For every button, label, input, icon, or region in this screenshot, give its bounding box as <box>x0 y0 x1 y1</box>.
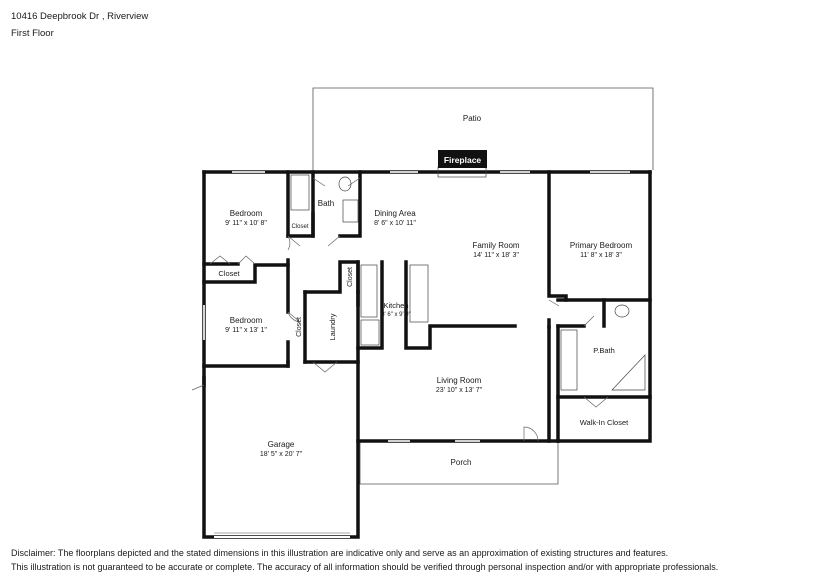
living-label: Living Room <box>437 376 482 385</box>
closet-bed1-label: Closet <box>218 269 240 278</box>
address-title: 10416 Deepbrook Dr , Riverview <box>11 11 149 22</box>
family-label: Family Room <box>472 241 519 250</box>
disclaimer-line-1: Disclaimer: The floorplans depicted and … <box>11 548 669 558</box>
fireplace-block <box>438 150 487 168</box>
closet-hall-label: Closet <box>347 267 354 287</box>
windows <box>203 171 630 538</box>
garage-dims: 18' 5" x 20' 7" <box>260 451 303 458</box>
door-swings <box>191 177 609 442</box>
fireplace-label: Fireplace <box>444 155 482 165</box>
primary-dims: 11' 8" x 18' 3" <box>580 252 622 259</box>
living-dims: 23' 10" x 13' 7" <box>436 387 483 394</box>
porch-outline <box>359 441 559 485</box>
bedroom1-label: Bedroom <box>230 209 263 218</box>
window-panes <box>203 171 630 534</box>
bedroom2-dims: 9' 11" x 13' 1" <box>225 327 267 334</box>
room-labels: Patio Bath Bedroom 9' 11" x 10' 8" Close… <box>218 114 632 467</box>
primary-label: Primary Bedroom <box>570 241 633 250</box>
closet-bed2-label: Closet <box>296 317 303 337</box>
family-dims: 14' 11" x 18' 3" <box>473 252 519 259</box>
disclaimer-line-2: This illustration is not guaranteed to b… <box>11 562 719 572</box>
closet-small-label: Closet <box>291 224 308 230</box>
patio-label: Patio <box>463 114 482 123</box>
dining-dims: 8' 6" x 10' 11" <box>374 220 416 227</box>
fixtures <box>290 166 646 391</box>
porch-label: Porch <box>451 458 472 467</box>
kitchen-dims: 8' 6" x 9' 9" <box>381 312 411 318</box>
garage-label: Garage <box>268 440 295 449</box>
walls <box>202 170 652 539</box>
walkin-label: Walk-In Closet <box>580 418 629 427</box>
patio-outline <box>312 87 654 170</box>
laundry-label: Laundry <box>328 313 337 340</box>
kitchen-label: Kitchen <box>383 301 408 310</box>
bedroom2-label: Bedroom <box>230 316 263 325</box>
dining-label: Dining Area <box>374 209 416 218</box>
floor-label: First Floor <box>11 28 54 39</box>
bath-label: Bath <box>318 199 334 208</box>
pbath-label: P.Bath <box>593 346 615 355</box>
bedroom1-dims: 9' 11" x 10' 8" <box>225 220 267 227</box>
